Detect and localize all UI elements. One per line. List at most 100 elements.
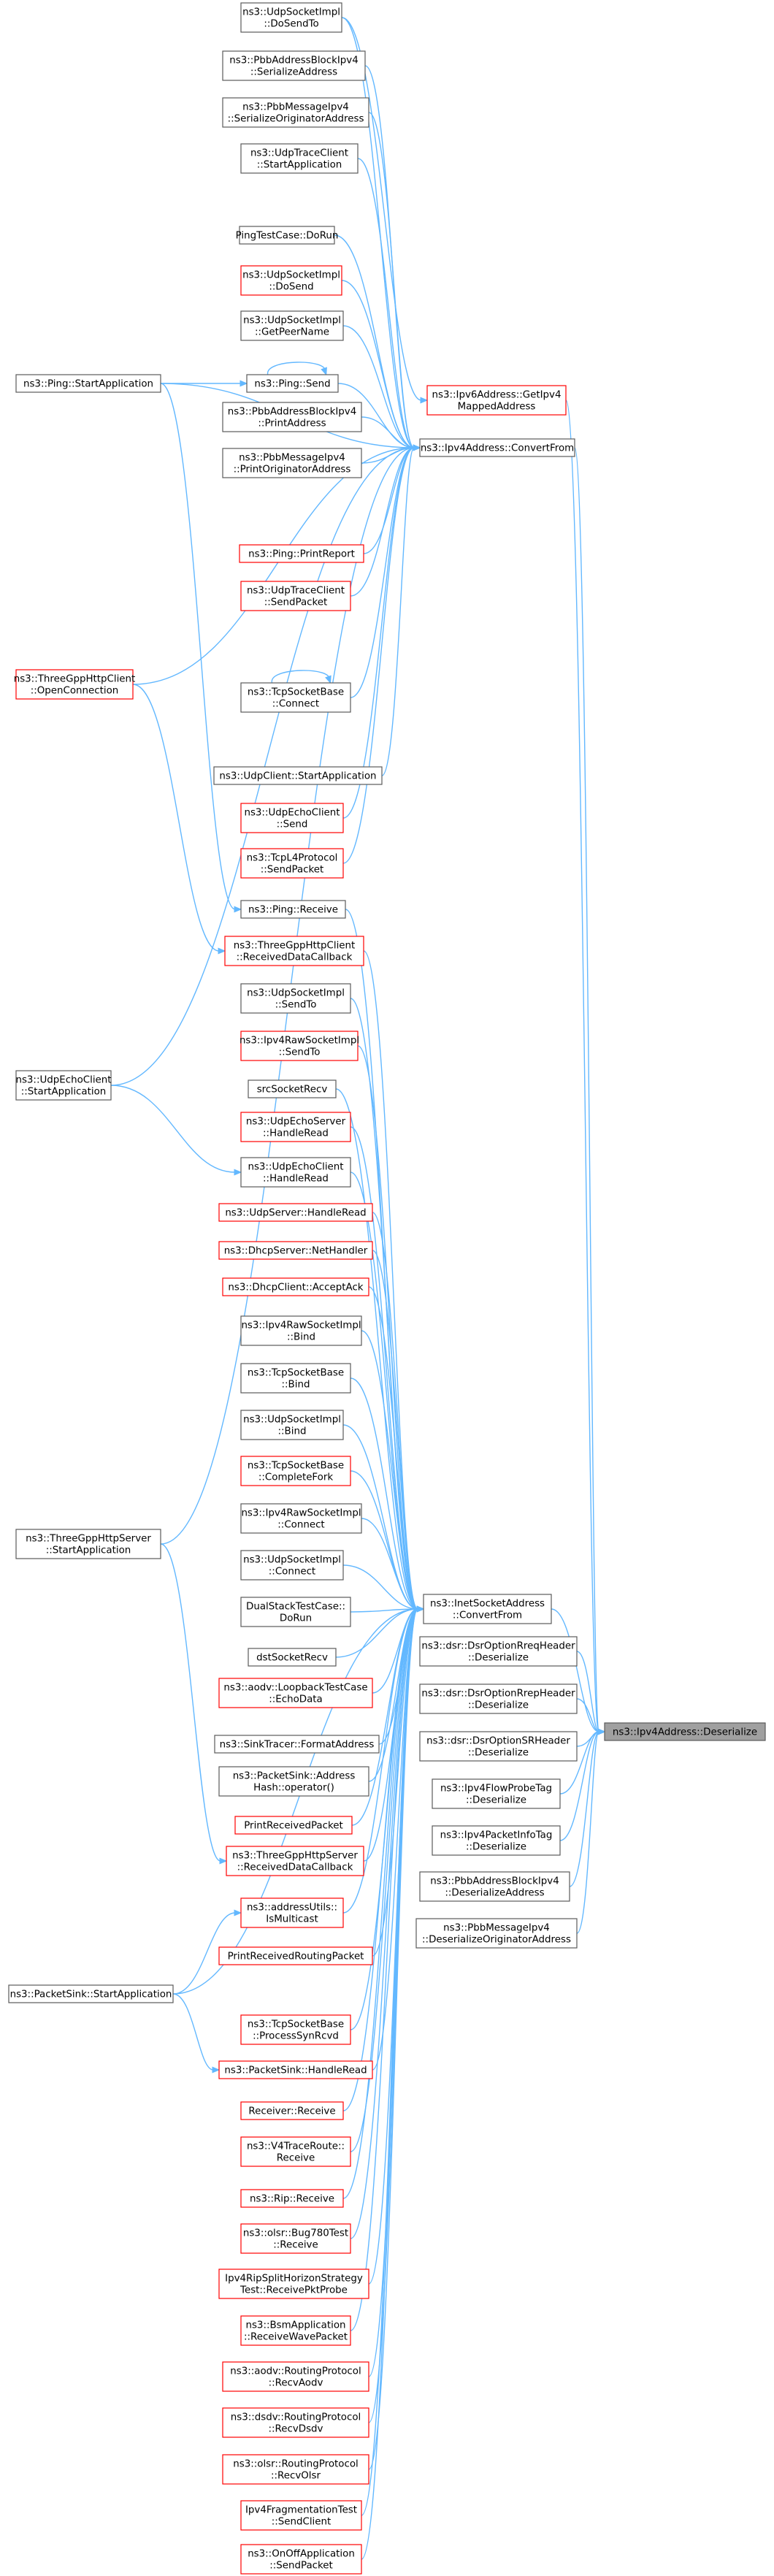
node-udptrace-start[interactable]: ns3::UdpTraceClient::StartApplication <box>240 143 359 174</box>
node-tcpsock-connect[interactable]: ns3::TcpSocketBase::Connect <box>240 682 351 713</box>
node-dhcpclient-ack[interactable]: ns3::DhcpClient::AcceptAck <box>222 1277 369 1296</box>
node-dsdv-recv[interactable]: ns3::dsdv::RoutingProtocol::RecvDsdv <box>222 2407 369 2438</box>
node-receiver-receive[interactable]: Receiver::Receive <box>240 2101 344 2120</box>
node-ipv4packetinfo[interactable]: ns3::Ipv4PacketInfoTag::Deserialize <box>432 1825 561 1856</box>
node-udpsock-sendto[interactable]: ns3::UdpSocketImpl::SendTo <box>240 983 351 1014</box>
node-ping-receive[interactable]: ns3::Ping::Receive <box>240 900 346 919</box>
edge-threegpp-client-open-to-threegpp-client-recv <box>132 684 226 955</box>
node-onoff-send[interactable]: ns3::OnOffApplication::SendPacket <box>240 2544 362 2575</box>
node-dsr-rreq[interactable]: ns3::dsr::DsrOptionRreqHeader::Deseriali… <box>419 1636 578 1667</box>
node-label: ns3::UdpEchoClient <box>15 1075 111 1086</box>
node-ping-send[interactable]: ns3::Ping::Send <box>246 374 339 393</box>
node-ipv4frag-send[interactable]: Ipv4FragmentationTest::SendClient <box>240 2500 362 2531</box>
node-udpclient-start[interactable]: ns3::UdpClient::StartApplication <box>213 766 383 785</box>
node-label: ::RecvAodv <box>269 2378 323 2389</box>
node-dsr-rrep[interactable]: ns3::dsr::DsrOptionRrepHeader::Deseriali… <box>419 1683 578 1714</box>
edge-udpecho-send-to-ipv4-convertfrom <box>342 444 421 819</box>
node-udpecho-send[interactable]: ns3::UdpEchoClient::Send <box>240 803 344 833</box>
node-udpechoclient-start[interactable]: ns3::UdpEchoClient::StartApplication <box>15 1070 112 1101</box>
node-label: dstSocketRecv <box>256 1653 328 1664</box>
node-label: ns3::UdpServer::HandleRead <box>225 1208 366 1219</box>
node-sinktracer[interactable]: ns3::SinkTracer::FormatAddress <box>214 1735 380 1754</box>
node-label: ns3::UdpClient::StartApplication <box>219 771 376 782</box>
edge-udpserver-read-to-inetsock-convertfrom <box>372 1212 425 1613</box>
node-ipv4-convertfrom[interactable]: ns3::Ipv4Address::ConvertFrom <box>419 438 575 457</box>
node-label: ns3::ThreeGppHttpClient <box>14 674 136 685</box>
node-label: ns3::Ping::StartApplication <box>23 379 153 390</box>
node-udpechoserver-read[interactable]: ns3::UdpEchoServer::HandleRead <box>240 1112 351 1142</box>
node-pingtest-dorun[interactable]: PingTestCase::DoRun <box>236 226 339 245</box>
node-threegpp-server-recv[interactable]: ns3::ThreeGppHttpServer::ReceivedDataCal… <box>226 1846 364 1876</box>
node-pbbmsg-print[interactable]: ns3::PbbMessageIpv4::PrintOriginatorAddr… <box>222 448 362 478</box>
node-dsr-sr[interactable]: ns3::dsr::DsrOptionSRHeader::Deserialize <box>419 1731 578 1762</box>
node-dualstack-dorun[interactable]: DualStackTestCase::DoRun <box>240 1597 351 1627</box>
edge-threegpp-server-start-to-threegpp-server-recv <box>160 1543 228 1865</box>
node-udpsock-getpeer[interactable]: ns3::UdpSocketImpl::GetPeerName <box>240 310 344 341</box>
node-udpsock-dosend[interactable]: ns3::UdpSocketImpl::DoSend <box>240 265 342 296</box>
node-v4traceroute-receive[interactable]: ns3::V4TraceRoute::Receive <box>240 2136 351 2167</box>
node-label: ns3::UdpSocketImpl <box>243 1415 341 1426</box>
node-bsm-receive[interactable]: ns3::BsmApplication::ReceiveWavePacket <box>240 2315 351 2346</box>
node-ipv4raw-bind[interactable]: ns3::Ipv4RawSocketImpl::Bind <box>240 1315 362 1346</box>
edge-dosendto-to-ipv6-getipv4 <box>341 17 429 404</box>
node-dosendto[interactable]: ns3::UdpSocketImpl::DoSendTo <box>240 2 342 33</box>
node-box <box>423 1594 552 1624</box>
node-srcsocketrecv[interactable]: srcSocketRecv <box>248 1079 337 1098</box>
node-pbbaddr-deser[interactable]: ns3::PbbAddressBlockIpv4::DeserializeAdd… <box>419 1871 570 1902</box>
node-udpechoclient-read[interactable]: ns3::UdpEchoClient::HandleRead <box>240 1157 351 1188</box>
node-label: ns3::V4TraceRoute:: <box>247 2141 345 2152</box>
node-inetsock-convertfrom[interactable]: ns3::InetSocketAddress::ConvertFrom <box>423 1594 552 1624</box>
node-tcpl4-sendpacket[interactable]: ns3::TcpL4Protocol::SendPacket <box>240 848 344 879</box>
node-udpserver-read[interactable]: ns3::UdpServer::HandleRead <box>218 1203 373 1222</box>
node-target[interactable]: ns3::Ipv4Address::Deserialize <box>604 1722 766 1741</box>
node-threegpp-server-start[interactable]: ns3::ThreeGppHttpServer::StartApplicatio… <box>15 1529 161 1559</box>
node-ipv4raw-sendto[interactable]: ns3::Ipv4RawSocketImpl::SendTo <box>240 1031 359 1061</box>
node-box <box>240 2 342 33</box>
node-box <box>240 310 344 341</box>
node-aodv-loopback[interactable]: ns3::aodv::LoopbackTestCase::EchoData <box>218 1678 373 1708</box>
node-ipv4raw-connect[interactable]: ns3::Ipv4RawSocketImpl::Connect <box>240 1503 362 1534</box>
node-pbbmsg-deser[interactable]: ns3::PbbMessageIpv4::DeserializeOriginat… <box>415 1918 578 1949</box>
edge-udpechoclient-read-to-inetsock-convertfrom <box>350 1172 425 1613</box>
node-olsr-recv[interactable]: ns3::olsr::RoutingProtocol::RecvOlsr <box>222 2454 369 2485</box>
node-tcpsock-synrcvd[interactable]: ns3::TcpSocketBase::ProcessSynRcvd <box>240 2014 351 2045</box>
node-dhcpserver-net[interactable]: ns3::DhcpServer::NetHandler <box>218 1241 373 1260</box>
node-label: ns3::PbbMessageIpv4 <box>242 102 349 113</box>
node-label: ::StartApplication <box>46 1545 131 1556</box>
node-label: ns3::DhcpClient::AcceptAck <box>228 1283 363 1293</box>
node-packetsink-read[interactable]: ns3::PacketSink::HandleRead <box>218 2060 373 2079</box>
node-ipv4flowprobe[interactable]: ns3::Ipv4FlowProbeTag::Deserialize <box>432 1778 561 1809</box>
node-label: ns3::Ping::Send <box>254 379 330 390</box>
node-box <box>240 803 344 833</box>
node-ping-printreport[interactable]: ns3::Ping::PrintReport <box>239 544 364 563</box>
node-tcpsock-bind[interactable]: ns3::TcpSocketBase::Bind <box>240 1363 351 1394</box>
node-box <box>218 1241 373 1260</box>
node-pbbaddr-ser[interactable]: ns3::PbbAddressBlockIpv4::SerializeAddre… <box>222 50 366 81</box>
node-dstsocketrecv[interactable]: dstSocketRecv <box>248 1648 337 1667</box>
node-printreceivedpacket[interactable]: PrintReceivedPacket <box>234 1816 353 1835</box>
node-olsr-bug780[interactable]: ns3::olsr::Bug780Test::Receive <box>240 2223 351 2254</box>
node-udpsock-connect[interactable]: ns3::UdpSocketImpl::Connect <box>240 1550 344 1581</box>
node-box <box>240 848 344 879</box>
node-box <box>240 1410 344 1440</box>
node-aodv-recv[interactable]: ns3::aodv::RoutingProtocol::RecvAodv <box>222 2361 369 2392</box>
node-pbbaddr-print[interactable]: ns3::PbbAddressBlockIpv4::PrintAddress <box>222 402 362 432</box>
node-addressutils-multicast[interactable]: ns3::addressUtils::IsMulticast <box>240 1897 344 1928</box>
node-threegpp-client-recv[interactable]: ns3::ThreeGppHttpClient::ReceivedDataCal… <box>224 936 364 966</box>
node-box <box>248 1079 337 1098</box>
node-threegpp-client-open[interactable]: ns3::ThreeGppHttpClient::OpenConnection <box>14 669 136 700</box>
node-tcpsock-fork[interactable]: ns3::TcpSocketBase::CompleteFork <box>240 1456 351 1486</box>
node-label: ns3::UdpTraceClient <box>250 148 348 159</box>
node-pbbmsg-ser[interactable]: ns3::PbbMessageIpv4::SerializeOriginator… <box>222 97 369 128</box>
node-label: ::HandleRead <box>263 1128 329 1139</box>
node-udpsock-bind[interactable]: ns3::UdpSocketImpl::Bind <box>240 1410 344 1440</box>
node-printreceivedrouting[interactable]: PrintReceivedRoutingPacket <box>218 1946 373 1965</box>
node-ping-start[interactable]: ns3::Ping::StartApplication <box>15 374 161 393</box>
node-udptrace-sendpacket[interactable]: ns3::UdpTraceClient::SendPacket <box>240 581 351 611</box>
node-rip-receive[interactable]: ns3::Rip::Receive <box>240 2189 344 2208</box>
node-packetsink-start[interactable]: ns3::PacketSink::StartApplication <box>8 1984 174 2003</box>
node-ipv4rip-split[interactable]: Ipv4RipSplitHorizonStrategyTest::Receive… <box>218 2269 369 2299</box>
